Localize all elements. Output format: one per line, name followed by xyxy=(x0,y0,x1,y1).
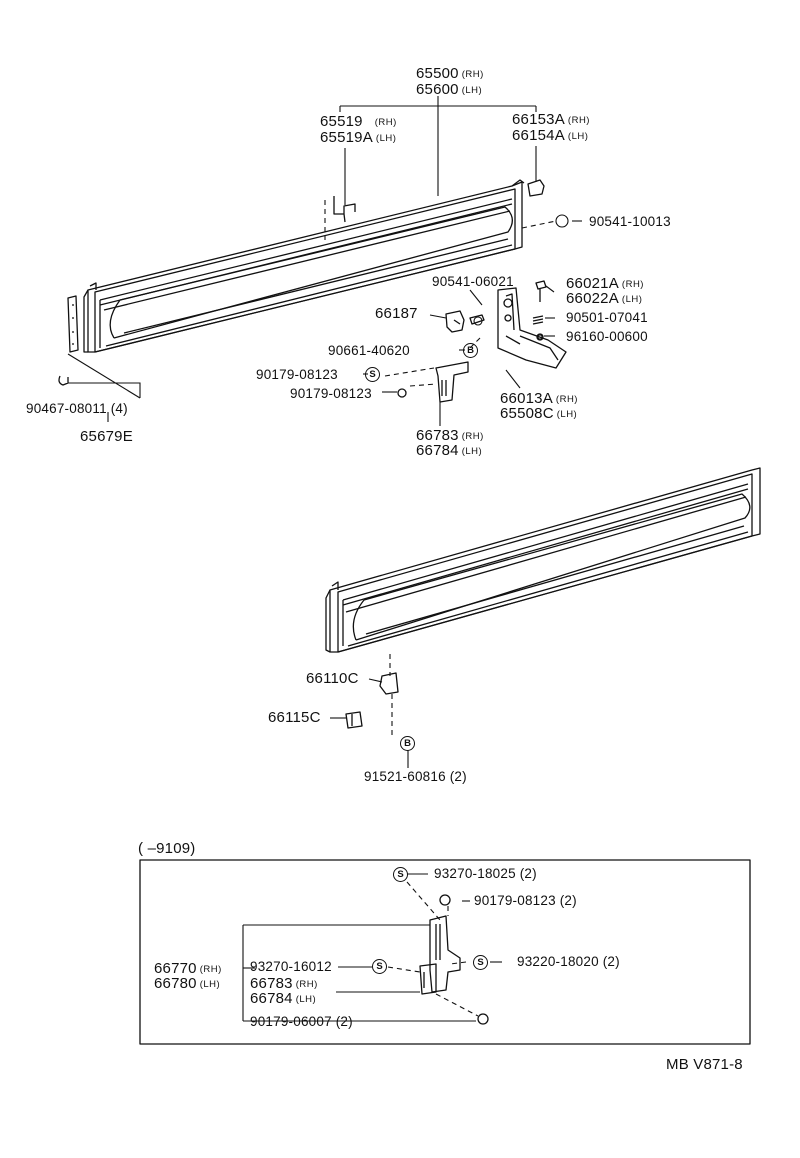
corner-cap xyxy=(527,179,545,197)
label-93270-16012: 93270-16012 xyxy=(250,959,332,974)
part-number: 66780 xyxy=(154,975,197,992)
label-66153A: 66153A(RH) xyxy=(512,111,590,128)
side-suffix: (RH) xyxy=(567,115,590,126)
side-suffix: (RH) xyxy=(621,279,644,290)
label-66770: 66770(RH) xyxy=(154,960,222,977)
side-suffix: (RH) xyxy=(199,964,222,975)
screw-symbol-s: S xyxy=(365,367,380,382)
main-bracket xyxy=(497,287,567,369)
label-66784-top: 66784(LH) xyxy=(416,442,483,459)
side-suffix: (LH) xyxy=(199,979,221,990)
leader-lines xyxy=(67,96,582,1022)
fastener-glyphs xyxy=(473,214,569,340)
side-suffix: (LH) xyxy=(556,409,578,420)
side-suffix: (RH) xyxy=(461,431,484,442)
spring-washer xyxy=(532,315,544,325)
label-66154A: 66154A(LH) xyxy=(512,127,589,144)
upper-side-panel xyxy=(83,179,525,353)
side-suffix: (RH) xyxy=(295,979,318,990)
label-90541-06021: 90541-06021 xyxy=(432,274,514,289)
part-number: 66784 xyxy=(416,442,459,459)
label-65519: 65519 (RH) xyxy=(320,113,397,130)
part-number: 66783 xyxy=(416,427,459,444)
label-66784-inset: 66784(LH) xyxy=(250,990,317,1007)
bolt-symbol-b-lower: B xyxy=(400,736,415,751)
bolt-symbol-b: B xyxy=(463,343,478,358)
side-suffix: (LH) xyxy=(621,294,643,305)
label-65679E: 65679E xyxy=(80,428,133,445)
label-65600: 65600(LH) xyxy=(416,81,483,98)
side-suffix: (RH) xyxy=(461,69,484,80)
lower-side-panel xyxy=(325,467,761,653)
side-suffix: (LH) xyxy=(461,85,483,96)
label-90179-08123-a: 90179-08123 xyxy=(256,367,338,382)
screw-symbol-s-inset-right: S xyxy=(473,955,488,970)
panel-hook-upper xyxy=(333,196,356,223)
inset-nut-top xyxy=(439,894,451,906)
part-number: 66013A xyxy=(500,390,553,407)
label-65519A: 65519A(LH) xyxy=(320,129,397,146)
inset-range: ( –9109) xyxy=(138,840,196,857)
label-66022A: 66022A(LH) xyxy=(566,290,643,307)
label-90661-40620: 90661-40620 xyxy=(328,343,410,358)
label-90179-08123-b: 90179-08123 xyxy=(290,386,372,401)
side-suffix: (RH) xyxy=(555,394,578,405)
small-bolt xyxy=(469,314,485,325)
part-number: 65500 xyxy=(416,65,459,82)
label-66783-top: 66783(RH) xyxy=(416,427,484,444)
hinge-66115c xyxy=(345,711,363,729)
diagram-code: MB V871-8 xyxy=(666,1056,743,1073)
side-bracket-top xyxy=(435,361,469,403)
side-suffix: (LH) xyxy=(567,131,589,142)
label-90501-07041: 90501-07041 xyxy=(566,310,648,325)
inset-nut xyxy=(477,1013,489,1025)
part-number: 65519 xyxy=(320,113,363,130)
label-65500: 65500(RH) xyxy=(416,65,484,82)
side-suffix: (LH) xyxy=(295,994,317,1005)
label-66013A: 66013A(RH) xyxy=(500,390,578,407)
side-suffix: (RH) xyxy=(374,117,397,128)
label-93270-18025: 93270-18025 (2) xyxy=(434,866,537,881)
part-number: 66770 xyxy=(154,960,197,977)
washer-96160 xyxy=(536,333,544,341)
part-number: 65519A xyxy=(320,129,373,146)
label-66110C: 66110C xyxy=(306,670,359,687)
label-91521-60816: 91521-60816 (2) xyxy=(364,769,467,784)
hook-bolt xyxy=(535,280,547,302)
part-number: 66022A xyxy=(566,290,619,307)
label-93220-18020: 93220-18020 (2) xyxy=(517,954,620,969)
part-number: 66783 xyxy=(250,975,293,992)
part-number: 66021A xyxy=(566,275,619,292)
label-90467-08011: 90467-08011 (4) xyxy=(26,401,128,416)
label-90179-06007: 90179-06007 (2) xyxy=(250,1014,353,1029)
label-66187: 66187 xyxy=(375,305,418,322)
side-suffix: (LH) xyxy=(375,133,397,144)
dashed-guides xyxy=(324,200,557,1017)
screw-symbol-s-inset-top: S xyxy=(393,867,408,882)
part-number: 65508C xyxy=(500,405,554,422)
part-number: 66153A xyxy=(512,111,565,128)
label-90541-10013: 90541-10013 xyxy=(589,214,671,229)
inset-frame xyxy=(139,859,751,1045)
label-66021A: 66021A(RH) xyxy=(566,275,644,292)
label-66783-inset: 66783(RH) xyxy=(250,975,318,992)
label-65508C: 65508C(LH) xyxy=(500,405,578,422)
left-hinge-strip xyxy=(58,295,79,386)
label-66780: 66780(LH) xyxy=(154,975,221,992)
part-number: 65600 xyxy=(416,81,459,98)
hinge-66110c xyxy=(379,672,399,695)
inset-bracket xyxy=(419,915,461,995)
part-number: 66784 xyxy=(250,990,293,1007)
nut-90179-b xyxy=(397,388,407,398)
label-90179-08123-inset: 90179-08123 (2) xyxy=(474,893,577,908)
label-96160-00600: 96160-00600 xyxy=(566,329,648,344)
label-66115C: 66115C xyxy=(268,709,321,726)
screw-symbol-s-inset-mid: S xyxy=(372,959,387,974)
latch-66187 xyxy=(445,310,465,333)
part-number: 66154A xyxy=(512,127,565,144)
side-suffix: (LH) xyxy=(461,446,483,457)
